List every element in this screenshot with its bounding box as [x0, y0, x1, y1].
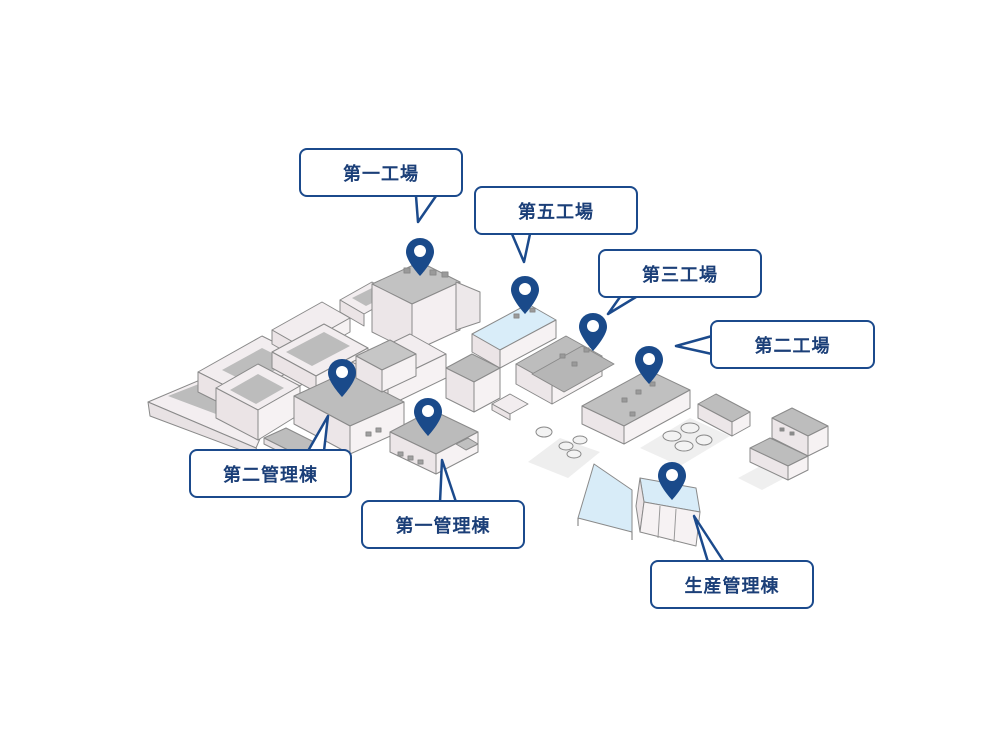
factory-2-callout[interactable]: 第二工場 — [710, 320, 875, 369]
production-admin-callout[interactable]: 生産管理棟 — [650, 560, 814, 609]
factory-3-label: 第三工場 — [642, 264, 718, 286]
factory-1-map-pin-icon[interactable] — [405, 237, 435, 277]
building-west-block-2 — [215, 363, 301, 441]
building-central-small — [491, 393, 529, 421]
admin-1-callout[interactable]: 第一管理棟 — [361, 500, 525, 549]
factory-1-callout[interactable]: 第一工場 — [299, 148, 463, 197]
factory-1-callout-tail — [414, 195, 438, 224]
building-east-1 — [697, 393, 751, 437]
factory-5-callout[interactable]: 第五工場 — [474, 186, 638, 235]
building-factory-3 — [515, 335, 615, 405]
tank-group-center — [535, 426, 588, 459]
building-factory-1 — [371, 261, 481, 353]
factory-2-label: 第二工場 — [754, 335, 831, 357]
building-east-3 — [749, 437, 809, 481]
building-factory-2 — [581, 369, 691, 445]
building-admin-1 — [389, 409, 479, 475]
factory-2-callout-tail — [674, 334, 713, 356]
factory-1-label: 第一工場 — [343, 163, 419, 185]
factory-3-map-pin-icon[interactable] — [578, 312, 608, 352]
ground-area — [528, 438, 600, 478]
building-central-box — [445, 353, 501, 413]
admin-2-map-pin-icon[interactable] — [327, 358, 357, 398]
building-production-admin — [577, 463, 701, 547]
factory-5-callout-tail — [510, 233, 532, 264]
admin-2-callout[interactable]: 第二管理棟 — [189, 449, 352, 498]
production-admin-map-pin-icon[interactable] — [657, 461, 687, 501]
admin-2-callout-tail — [306, 414, 330, 452]
admin-2-label: 第二管理棟 — [223, 464, 318, 486]
admin-1-callout-tail — [438, 458, 458, 503]
production-admin-label: 生産管理棟 — [684, 575, 780, 597]
tank-group-east — [662, 422, 713, 452]
factory-2-map-pin-icon[interactable] — [634, 345, 664, 385]
factory-5-label: 第五工場 — [518, 201, 594, 223]
building-factory-5 — [471, 303, 557, 369]
factory-3-callout-tail — [606, 295, 637, 316]
factory-3-callout[interactable]: 第三工場 — [598, 249, 762, 298]
admin-1-map-pin-icon[interactable] — [413, 397, 443, 437]
admin-1-label: 第一管理棟 — [395, 515, 491, 537]
factory-5-map-pin-icon[interactable] — [510, 275, 540, 315]
production-admin-callout-tail — [692, 514, 726, 563]
